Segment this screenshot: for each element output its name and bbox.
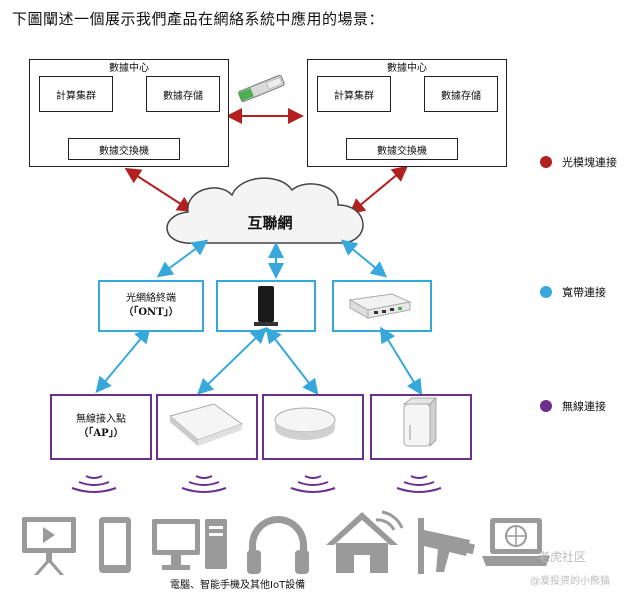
watermark-logo-text: 老虎社区 — [538, 550, 587, 564]
ont-device-tower-image — [254, 286, 278, 326]
watermark-author: @爱投资的小熊猫 — [530, 576, 610, 587]
legend-optical-label: 光模塊連接 — [562, 156, 617, 169]
datacenter-right-compute-cluster: 計算集群 — [317, 76, 391, 112]
smart-home-icon — [326, 510, 404, 573]
datacenter-left-storage: 數據存儲 — [146, 76, 220, 112]
desktop-computer-icon — [152, 519, 227, 570]
datacenter-right-switch: 數據交換機 — [346, 138, 458, 160]
dc-right-internet-link — [348, 165, 409, 215]
internet-label: 互聯網 — [247, 214, 293, 232]
wireless-signal-1 — [71, 475, 117, 493]
datacenter-left-title: 數據中心 — [109, 63, 149, 74]
legend-broadband: 寬帶連接 — [540, 284, 606, 300]
ap-box-4 — [370, 394, 472, 460]
ont-label-line2: （「ONT」） — [123, 307, 179, 318]
devices-caption: 電腦、智能手機及其他IoT設備 — [170, 580, 306, 591]
ap-label-line1: 無線接入點 — [76, 414, 126, 425]
wireless-signal-4 — [396, 475, 442, 493]
ap-box-1: 無線接入點 （「AP」） — [50, 394, 152, 460]
ont-box-3 — [332, 280, 432, 332]
broadband-links — [95, 239, 423, 396]
intro-text: 下圖闡述一個展示我們產品在網絡系統中應用的場景： — [12, 10, 385, 28]
ont-box-2 — [216, 280, 316, 332]
ap-label-line2: （「AP」） — [78, 428, 124, 439]
internet-cloud — [166, 177, 364, 244]
legend-optical: 光模塊連接 — [540, 154, 617, 170]
ont-ap-link-1 — [95, 326, 151, 394]
security-camera-icon — [418, 518, 476, 574]
ont-ap-link-2 — [197, 327, 267, 395]
ap-device-1-image — [168, 403, 244, 446]
internet-ont-link-3 — [340, 239, 388, 278]
legend-wireless-dot — [540, 400, 552, 412]
wireless-signal-3 — [290, 475, 336, 493]
headphones-icon — [247, 516, 309, 574]
laptop-globe-icon — [482, 518, 550, 566]
datacenter-right: 數據中心 計算集群 數據存儲 數據交換機 — [307, 59, 507, 167]
dc-left-internet-link — [124, 167, 194, 213]
optical-module-image — [238, 74, 285, 103]
smartphone-icon — [99, 517, 131, 573]
legend-broadband-label: 寬帶連接 — [562, 286, 606, 299]
legend-broadband-dot — [540, 286, 552, 298]
datacenter-right-storage: 數據存儲 — [424, 76, 498, 112]
ap-box-3 — [262, 394, 364, 460]
ap-device-3-image — [402, 396, 438, 448]
legend-optical-dot — [540, 156, 552, 168]
ap-box-2 — [156, 394, 258, 460]
ap-device-2-image — [274, 407, 336, 440]
datacenter-left-compute-cluster: 計算集群 — [39, 76, 113, 112]
datacenter-left-switch: 數據交換機 — [68, 138, 180, 160]
datacenter-right-title: 數據中心 — [387, 63, 427, 74]
ont-ap-link-3 — [265, 326, 319, 396]
legend-wireless: 無線連接 — [540, 398, 606, 414]
presentation-icon — [22, 517, 76, 575]
ont-device-box-image — [348, 293, 412, 319]
datacenter-left: 數據中心 計算集群 數據存儲 數據交換機 — [29, 59, 229, 167]
internet-ont-link-1 — [156, 239, 209, 278]
ont-label-line1: 光網絡終端 — [126, 293, 176, 304]
wireless-signal-2 — [181, 475, 227, 493]
ont-ap-link-4 — [379, 326, 423, 396]
legend-wireless-label: 無線連接 — [562, 400, 606, 413]
wireless-signals — [71, 475, 442, 493]
ont-box-1: 光網絡終端 （「ONT」） — [98, 280, 204, 332]
